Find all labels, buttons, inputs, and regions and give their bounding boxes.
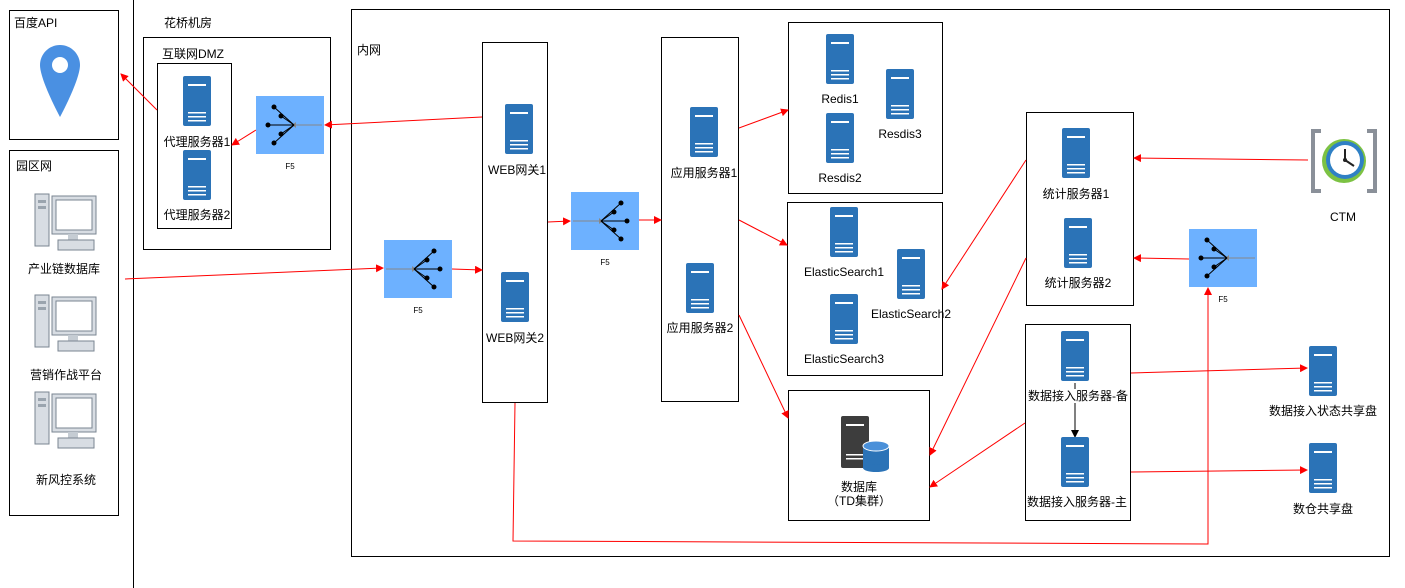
warehouse-share-disk-label: 数仓共享盘: [1292, 502, 1354, 516]
f5-intranet-entry: [384, 240, 452, 298]
park-network-label: 园区网: [16, 159, 53, 173]
edge-ingest-to-status-share: [1130, 364, 1308, 374]
database-label-line1: 数据库: [840, 480, 878, 494]
redis-group-box: [788, 22, 943, 194]
server-icon: [686, 263, 714, 313]
f5-app: [571, 192, 639, 250]
dmz-box: [143, 37, 331, 250]
risk-system-label: 新风控系统: [35, 473, 97, 487]
edge-stat-to-es: [941, 159, 1027, 290]
server-icon: [830, 294, 858, 344]
edge-park-to-f5in: [124, 264, 384, 280]
server-icon: [897, 249, 925, 299]
edge-gateway-to-f5dmz: [324, 116, 483, 129]
database-icon: [841, 416, 889, 472]
server-icon: [1061, 437, 1089, 487]
app-server-1-label: 应用服务器1: [670, 166, 738, 180]
edge-f5dmz-to-proxy: [231, 129, 257, 146]
redis-1-label: Redis1: [821, 92, 859, 106]
database-label-line2: （TD集群）: [827, 494, 891, 508]
f5-app-label: F5: [600, 258, 610, 267]
stat-server-2-label: 统计服务器2: [1044, 276, 1112, 290]
f5-stat-label: F5: [1218, 295, 1228, 304]
web-gateway-2-label: WEB网关2: [485, 331, 545, 345]
stat-group-box: [1026, 112, 1134, 306]
server-icon: [826, 34, 854, 84]
server-icon: [505, 104, 533, 154]
load-balancer-icon: [573, 200, 630, 242]
clock-icon: [1311, 129, 1377, 193]
server-icon: [1061, 331, 1089, 381]
f5-intranet-entry-label: F5: [413, 306, 423, 315]
edge-app-to-db: [738, 314, 789, 419]
edge-ingest-to-warehouse-share: [1130, 466, 1308, 475]
es-2-label: ElasticSearch2: [870, 307, 952, 321]
baidu-api-box: [9, 10, 119, 140]
edge-app-to-redis: [738, 108, 789, 129]
server-icon: [1062, 128, 1090, 178]
server-icon: [826, 113, 854, 163]
ctm-label: CTM: [1330, 210, 1356, 224]
stat-server-1-label: 统计服务器1: [1042, 187, 1110, 201]
es-3-label: ElasticSearch3: [803, 352, 885, 366]
redis-3-label: Resdis3: [878, 127, 922, 141]
intranet-box: [351, 9, 1390, 557]
server-icon: [183, 76, 211, 126]
edge-f5in-to-gateway: [451, 265, 483, 274]
edge-app-to-es: [738, 219, 788, 246]
web-gateway-1-label: WEB网关1: [487, 163, 547, 177]
f5-stat: [1189, 229, 1257, 287]
server-icon: [830, 207, 858, 257]
server-icon: [1064, 218, 1092, 268]
proxy-server-2-label: 代理服务器2: [163, 208, 231, 222]
status-share-disk-label: 数据接入状态共享盘: [1268, 404, 1378, 418]
ingest-main-label: 数据接入服务器-主: [1027, 495, 1127, 509]
proxy-group-box: [157, 63, 232, 229]
server-icon: [886, 69, 914, 119]
chain-database-label: 产业链数据库: [27, 262, 101, 276]
f5-dmz-label: F5: [285, 162, 295, 171]
edge-ingest-to-db: [929, 422, 1026, 488]
server-icon: [690, 107, 718, 157]
server-icon: [1309, 346, 1337, 396]
ingest-group-box: [1025, 324, 1131, 521]
server-icon: [1309, 443, 1337, 493]
proxy-server-1-label: 代理服务器1: [163, 135, 231, 149]
desktop-computer-icon: [34, 391, 97, 449]
edge-ctm-to-stat: [1133, 154, 1309, 163]
edge-stat-to-db: [929, 257, 1027, 456]
gateway-group-box: [482, 42, 548, 403]
es-1-label: ElasticSearch1: [803, 265, 885, 279]
ingest-backup-label: 数据接入服务器-备: [1028, 389, 1128, 403]
map-pin-icon: [40, 45, 80, 117]
dmz-label: 互联网DMZ: [162, 47, 224, 61]
edge-gateway-to-f5stat: [512, 287, 1212, 545]
desktop-computer-icon: [34, 193, 97, 251]
f5-dmz: [256, 96, 324, 154]
load-balancer-icon: [265, 104, 322, 146]
desktop-computer-icon: [34, 294, 97, 352]
load-balancer-icon: [386, 248, 443, 290]
server-icon: [501, 272, 529, 322]
park-network-box: [9, 150, 119, 516]
server-icon: [183, 150, 211, 200]
intranet-label: 内网: [357, 43, 382, 57]
redis-2-label: Resdis2: [818, 171, 862, 185]
edge-proxy-to-baidu: [120, 73, 158, 111]
app-server-2-label: 应用服务器2: [666, 321, 734, 335]
edge-f5stat-to-stat: [1133, 254, 1190, 263]
huaqiao-datacenter-box: [133, 0, 1405, 588]
load-balancer-icon: [1198, 237, 1255, 279]
marketing-platform-label: 营销作战平台: [29, 368, 103, 382]
huaqiao-datacenter-label: 花桥机房: [164, 16, 213, 30]
edge-gateway-to-f5app: [547, 217, 571, 226]
baidu-api-label: 百度API: [14, 16, 58, 30]
